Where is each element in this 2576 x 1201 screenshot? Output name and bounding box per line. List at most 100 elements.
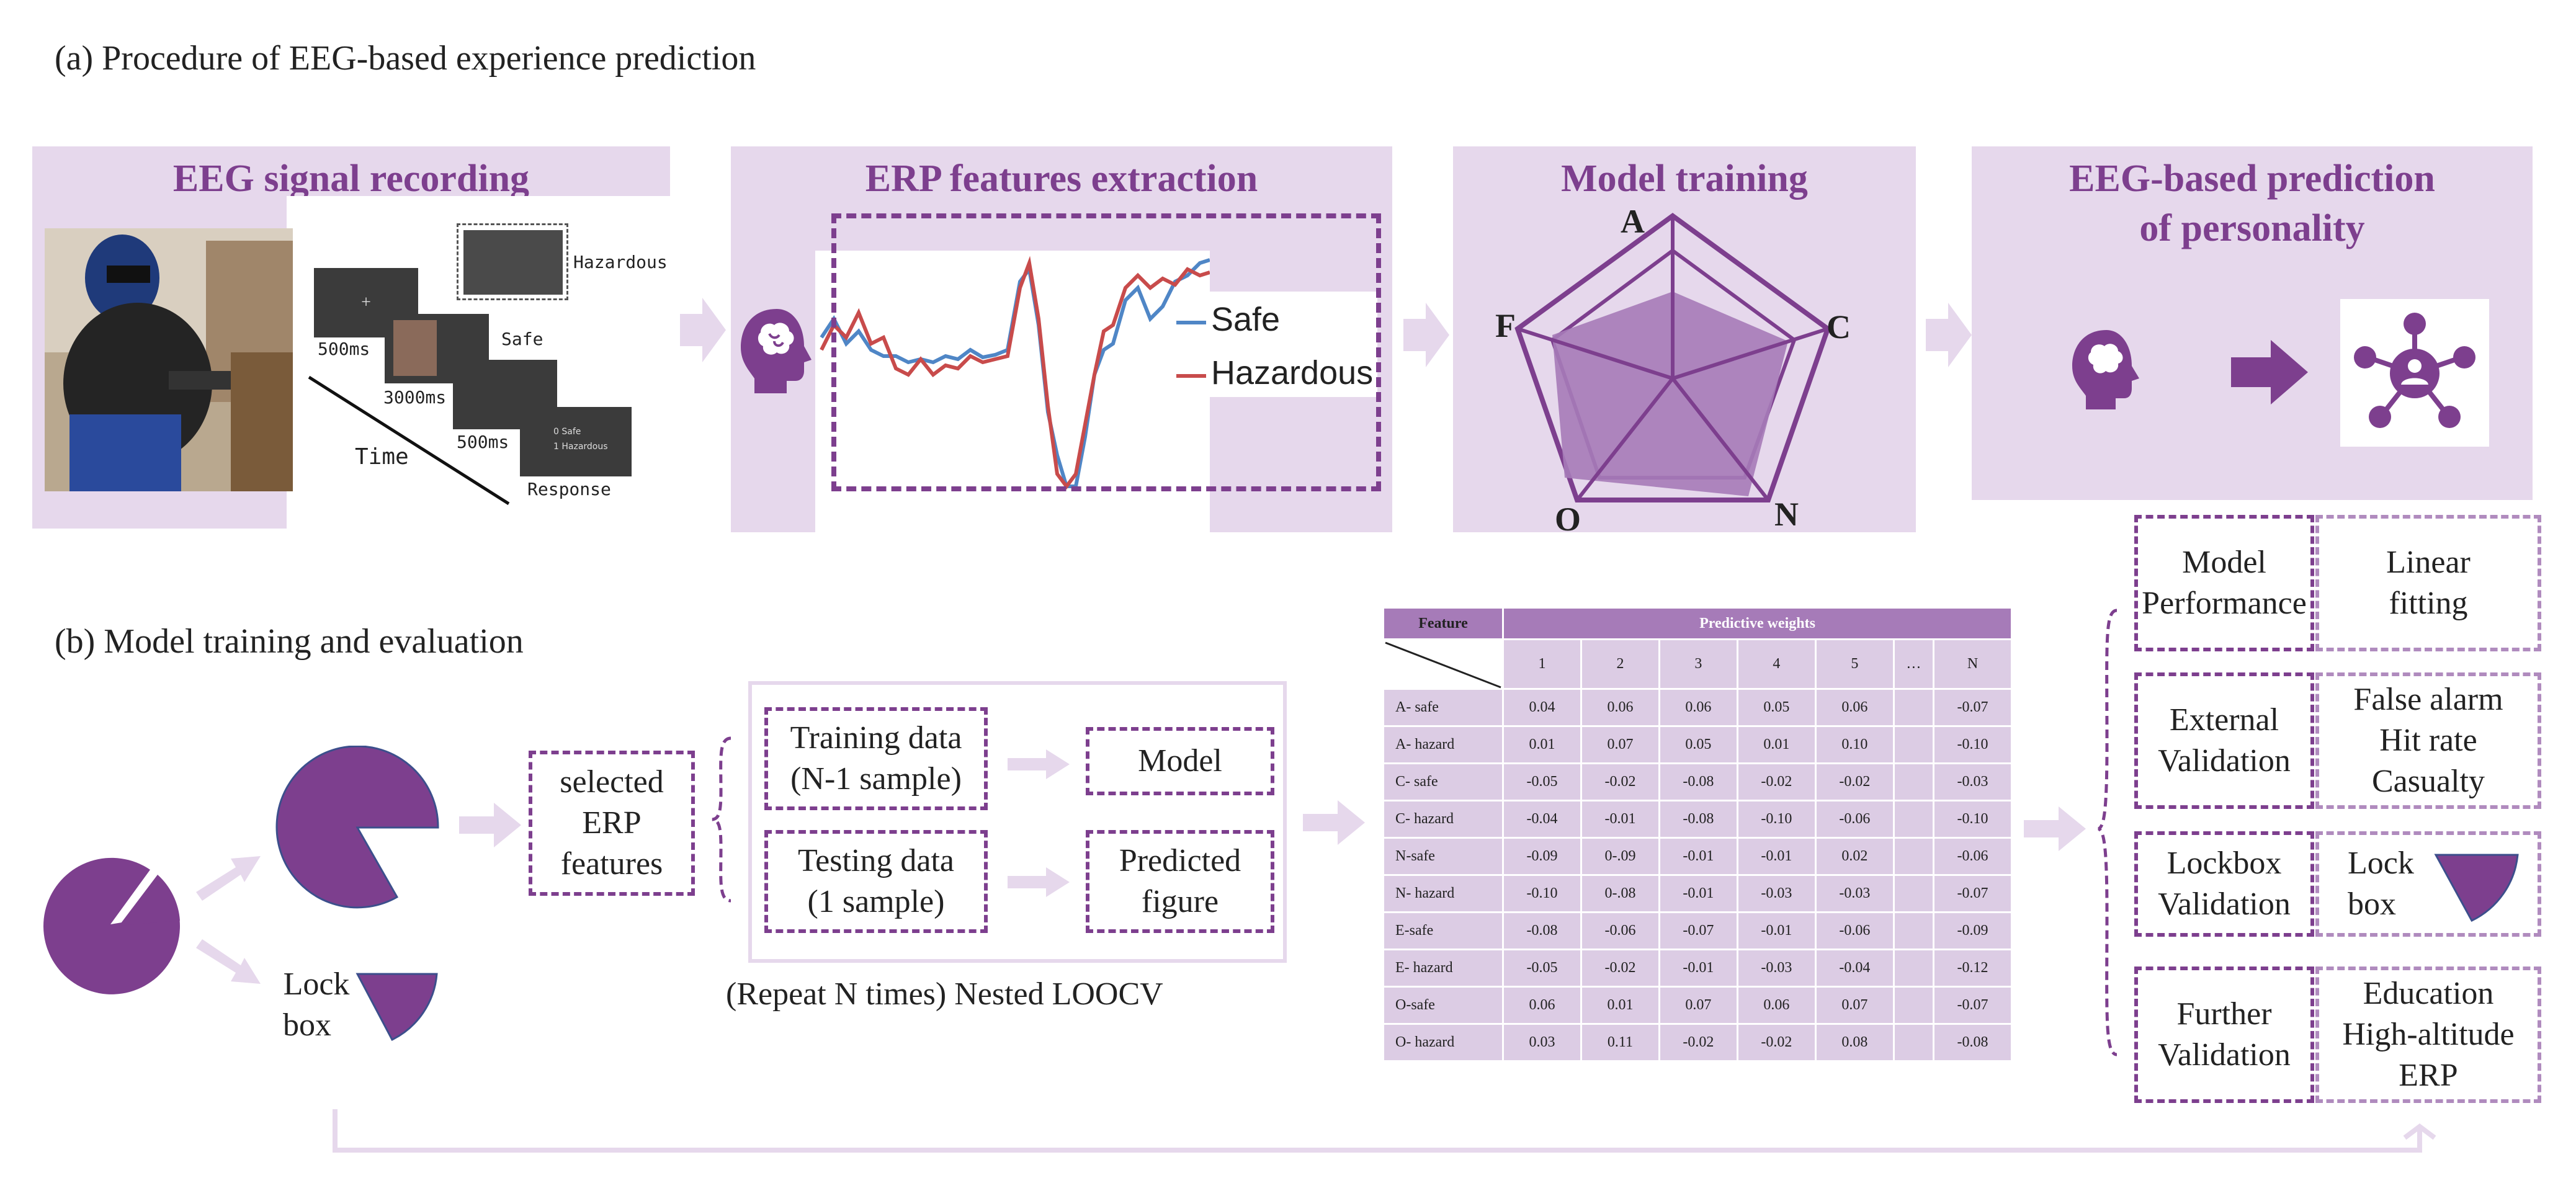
personality-network-icon: [2354, 313, 2475, 428]
validation-0-left-line1: Model: [2182, 545, 2266, 580]
erp-selection-box: [831, 213, 1381, 491]
model-training-title: Model training: [1561, 158, 1808, 200]
validation-1-left-line1: External: [2169, 702, 2279, 738]
table-row: E-safe-0.08-0.06-0.07-0.01-0.06-0.09: [1382, 911, 2013, 950]
weight-cell: 0.01: [1502, 725, 1582, 764]
weight-cell: 0.01: [1580, 986, 1660, 1025]
weights-column-header: N: [1933, 638, 2013, 690]
weights-column-header: 4: [1736, 638, 1817, 690]
weight-cell: -0.08: [1502, 911, 1582, 950]
section-b-title: (b) Model training and evaluation: [55, 622, 524, 661]
weight-cell: 0-.09: [1580, 837, 1660, 876]
weight-cell: -0.10: [1736, 800, 1817, 839]
weight-cell: -0.08: [1933, 1023, 2013, 1062]
eeg-prediction-title-line1: EEG-based prediction: [2069, 158, 2435, 200]
weight-cell: -0.12: [1933, 949, 2013, 988]
row-label: O- hazard: [1382, 1023, 1504, 1062]
weight-cell: -0.07: [1658, 911, 1738, 950]
weight-cell: [1892, 837, 1935, 876]
safe-label: Safe: [501, 329, 543, 349]
weight-cell: -0.07: [1933, 986, 2013, 1025]
training-data-line2: (N-1 sample): [790, 761, 962, 797]
weights-header: Predictive weights: [1502, 607, 2013, 640]
training-set-pie: [275, 746, 439, 909]
eeg-recording-title: EEG signal recording: [172, 158, 530, 200]
response-option-safe: 0 Safe: [553, 427, 581, 437]
weight-cell: -0.05: [1502, 762, 1582, 801]
weight-cell: 0.06: [1814, 688, 1895, 727]
eeg-prediction-title-line2: of personality: [2139, 207, 2365, 249]
weight-cell: -0.04: [1502, 800, 1582, 839]
weight-cell: 0.10: [1814, 725, 1895, 764]
participant-photo: [45, 228, 293, 491]
weights-column-header: …: [1892, 638, 1935, 690]
weight-cell: 0.07: [1814, 986, 1895, 1025]
validation-1-right-line3: Casualty: [2372, 764, 2485, 799]
validation-3-right-line2: High-altitude: [2342, 1017, 2515, 1052]
weight-cell: -0.09: [1933, 911, 2013, 950]
response-screen: 0 Safe 1 Hazardous: [520, 407, 632, 476]
duration-3: 500ms: [457, 432, 509, 452]
weight-cell: -0.08: [1658, 800, 1738, 839]
diagonal-header-cell: [1382, 638, 1504, 690]
full-dataset-pie: [43, 857, 180, 994]
radar-label-o: O: [1555, 501, 1581, 538]
weight-cell: [1892, 688, 1935, 727]
left-brace: [712, 736, 731, 903]
weight-cell: 0.07: [1580, 725, 1660, 764]
table-row: E- hazard-0.05-0.02-0.01-0.03-0.04-0.12: [1382, 949, 2013, 988]
weight-cell: 0.03: [1502, 1023, 1582, 1062]
row-label: N- hazard: [1382, 874, 1504, 913]
weight-cell: [1892, 911, 1935, 950]
testing-data-line1: Testing data: [798, 843, 954, 878]
weight-cell: -0.10: [1502, 874, 1582, 913]
table-row: C- hazard-0.04-0.01-0.08-0.10-0.06-0.10: [1382, 800, 2013, 839]
lockbox-label-line2: box: [283, 1007, 331, 1043]
testing-data-line2: (1 sample): [807, 884, 945, 919]
selected-erp-features-box: selected ERP features: [529, 751, 695, 896]
testing-data-box: Testing data (1 sample): [764, 830, 988, 933]
arrow-b2: [1303, 800, 1365, 845]
weight-cell: 0.06: [1502, 986, 1582, 1025]
weight-cell: 0.07: [1658, 986, 1738, 1025]
validation-0-left-line2: Performance: [2142, 586, 2307, 621]
weight-cell: 0.01: [1736, 725, 1817, 764]
time-label: Time: [355, 444, 409, 470]
validation-3-left-line1: Further: [2176, 996, 2272, 1032]
feedback-loop-line: [333, 1109, 2436, 1153]
legend-hazardous: Hazardous: [1211, 354, 1374, 391]
row-label: E-safe: [1382, 911, 1504, 950]
lockbox-label-line1: Lock: [283, 967, 350, 1002]
selected-features-line2: ERP: [582, 805, 642, 841]
weight-cell: 0.11: [1580, 1023, 1660, 1062]
arrow-a3: [1926, 303, 1972, 367]
weight-cell: 0-.08: [1580, 874, 1660, 913]
row-label: A- safe: [1382, 688, 1504, 727]
validation-3-right-line3: ERP: [2399, 1058, 2458, 1093]
weight-cell: -0.10: [1933, 800, 2013, 839]
weight-cell: -0.02: [1658, 1023, 1738, 1062]
weight-cell: 0.06: [1736, 986, 1817, 1025]
training-data-box: Training data (N-1 sample): [764, 707, 988, 810]
table-row: C- safe-0.05-0.02-0.08-0.02-0.02-0.03: [1382, 762, 2013, 801]
weight-cell: 0.06: [1658, 688, 1738, 727]
weight-cell: -0.07: [1933, 688, 2013, 727]
validation-1-left-line2: Validation: [2158, 743, 2291, 779]
brain-head-icon-2: [2072, 330, 2139, 409]
weights-column-header: 1: [1502, 638, 1582, 690]
erp-legend-bg: [1210, 292, 1377, 397]
weight-cell: -0.03: [1933, 762, 2013, 801]
weight-cell: -0.08: [1658, 762, 1738, 801]
radar-label-a: A: [1621, 203, 1645, 240]
weight-cell: -0.01: [1658, 837, 1738, 876]
row-label: A- hazard: [1382, 725, 1504, 764]
split-arrow-down: [196, 939, 261, 984]
validation-2-right-line1: Lock: [2348, 846, 2414, 881]
